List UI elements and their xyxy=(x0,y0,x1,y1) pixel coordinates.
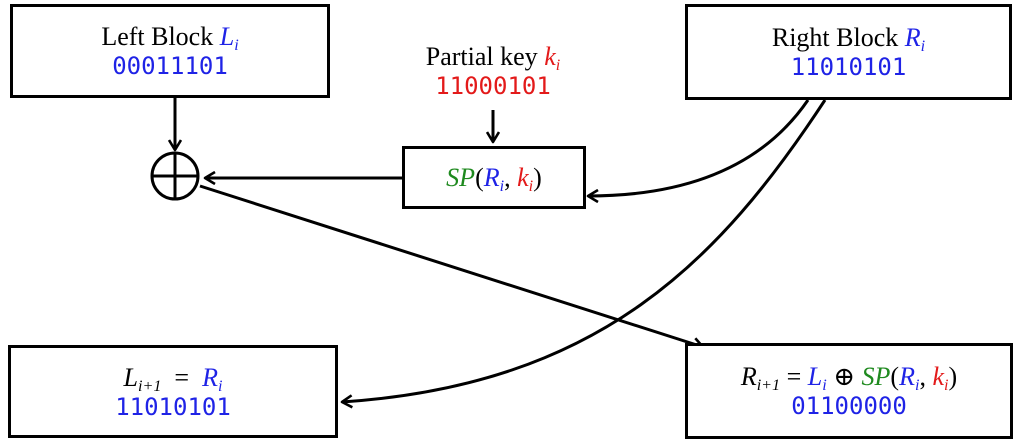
out-right-xor-op: ⊕ xyxy=(833,362,856,391)
out-right-close-paren: ) xyxy=(948,362,958,391)
partial-key-symbol: ki xyxy=(544,42,561,74)
partial-key-label: Partial key xyxy=(425,42,538,71)
out-left-rhs: Ri xyxy=(202,362,223,395)
left-block-symbol: Li xyxy=(219,22,239,54)
left-block-title: Left Block Li xyxy=(101,22,239,54)
out-left-expression: Li+1 = Ri xyxy=(123,362,223,395)
sp-close-paren: ) xyxy=(533,162,542,192)
right-block-title: Right Block Ri xyxy=(771,23,926,55)
out-right-expression: Ri+1 = Li ⊕ SP(Ri, ki) xyxy=(740,362,958,394)
right-block-bits: 11010101 xyxy=(790,53,907,81)
sp-comma: , xyxy=(504,162,511,192)
out-right-func-name: SP xyxy=(861,362,891,391)
out-right-symbol: Ri+1 xyxy=(740,362,781,394)
left-block-box: Left Block Li 00011101 xyxy=(10,4,330,98)
left-block-bits: 00011101 xyxy=(112,52,228,80)
xor-icon xyxy=(150,151,200,201)
left-block-label: Left Block xyxy=(101,22,214,51)
out-left-box: Li+1 = Ri 11010101 xyxy=(8,345,338,438)
out-right-open-paren: ( xyxy=(890,362,900,391)
right-block-symbol: Ri xyxy=(904,23,926,55)
out-right-arg-k: ki xyxy=(932,362,949,394)
out-right-arg-r: Ri xyxy=(899,362,920,394)
out-right-bits: 01100000 xyxy=(791,392,907,420)
sp-arg-k: ki xyxy=(517,162,534,195)
out-right-equals: = xyxy=(786,362,802,391)
sp-function-box: SP(Ri, ki) xyxy=(402,146,586,209)
arrow-xor-to-out-right xyxy=(199,184,703,347)
arrow-right-to-out-left xyxy=(342,99,827,402)
right-block-label: Right Block xyxy=(771,23,899,52)
sp-func-name: SP xyxy=(446,162,476,192)
out-left-bits: 11010101 xyxy=(115,392,231,421)
out-right-comma: , xyxy=(919,362,926,391)
sp-arg-r: Ri xyxy=(483,162,505,195)
partial-key: Partial key ki 11000101 xyxy=(393,42,593,100)
partial-key-title: Partial key ki xyxy=(393,42,593,74)
out-right-box: Ri+1 = Li ⊕ SP(Ri, ki) 01100000 xyxy=(685,343,1013,439)
sp-function-expression: SP(Ri, ki) xyxy=(446,162,542,195)
right-block-box: Right Block Ri 11010101 xyxy=(685,4,1012,100)
arrow-right-to-sp xyxy=(588,99,810,196)
out-left-equals: = xyxy=(174,362,190,392)
out-right-term-l: Li xyxy=(807,362,827,394)
out-left-symbol: Li+1 xyxy=(123,362,162,395)
partial-key-bits: 11000101 xyxy=(435,72,551,100)
sp-open-paren: ( xyxy=(475,162,484,192)
